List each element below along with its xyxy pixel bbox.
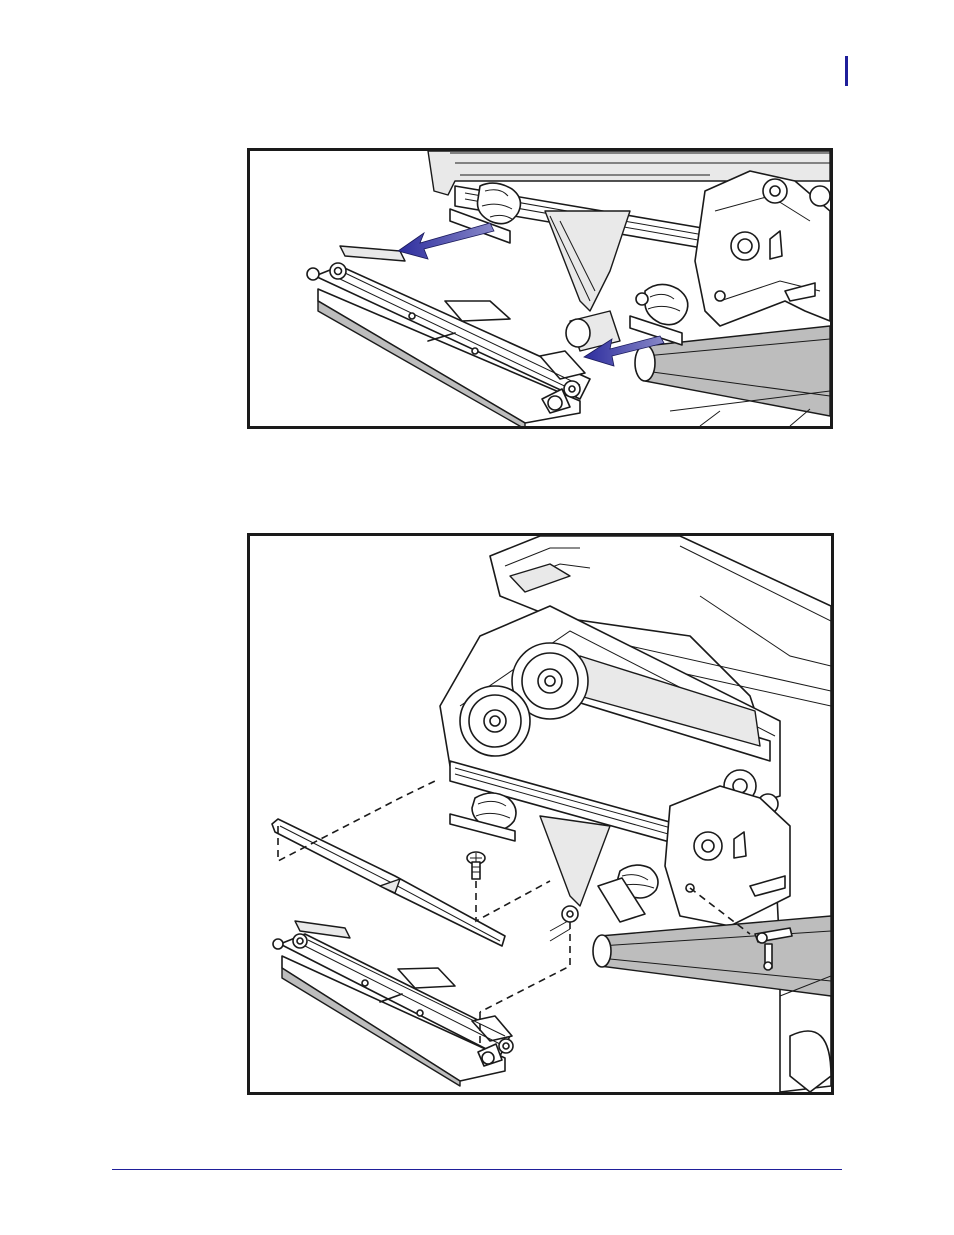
printhead-exploded-view-figure	[247, 533, 834, 1095]
printhead-disconnect-figure	[247, 148, 833, 429]
printhead-disconnect-illustration	[250, 151, 830, 426]
printhead-cable-upper	[450, 793, 516, 841]
footer-rule	[112, 1169, 842, 1170]
printhead-exploded-view-illustration	[250, 536, 831, 1092]
printhead	[273, 921, 513, 1086]
printhead	[307, 246, 590, 426]
arrow-left-icon	[398, 223, 494, 259]
screw-icon	[467, 852, 485, 879]
page-edge-marker	[845, 56, 848, 86]
